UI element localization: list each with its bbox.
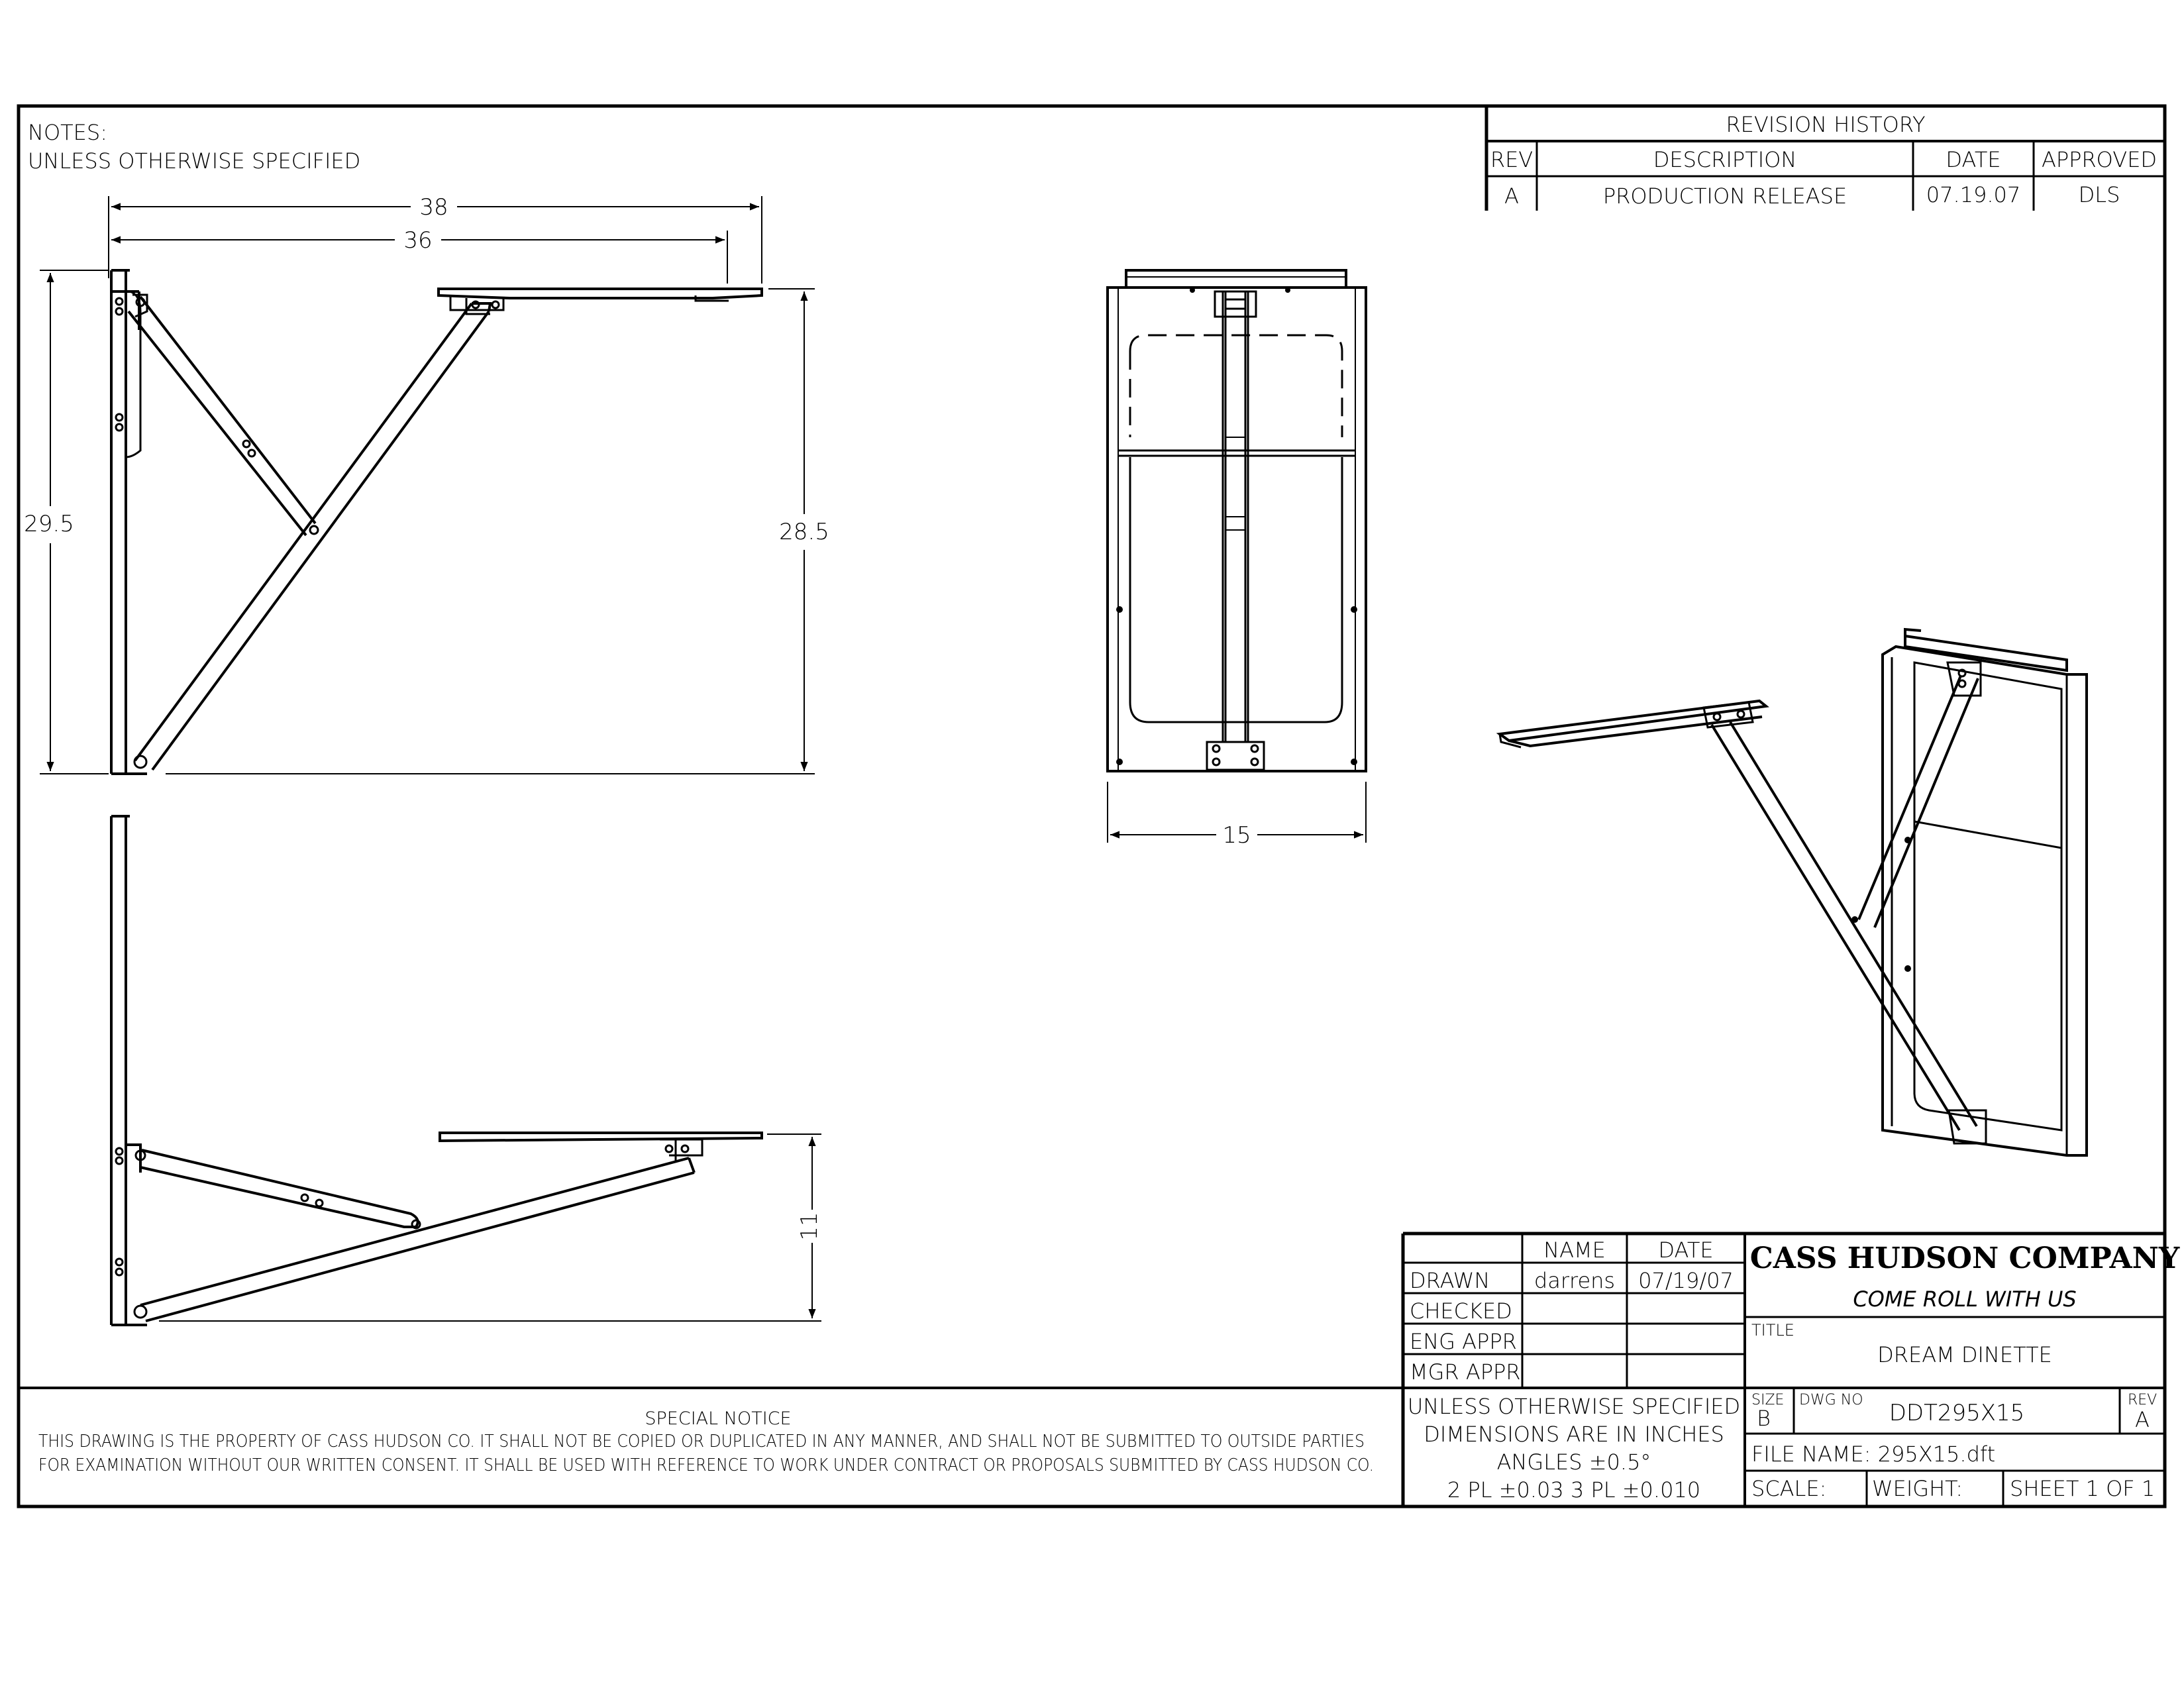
tolerance-line-4: 2 PL ±0.03 3 PL ±0.010	[1447, 1477, 1700, 1503]
approval-name-drawn: darrens	[1534, 1268, 1615, 1293]
sheet-border	[17, 104, 2167, 1508]
company-name: CASS HUDSON COMPANY	[1750, 1241, 2180, 1275]
dwg-no-value: DDT295X15	[1889, 1400, 2025, 1426]
date-header: DATE	[1946, 147, 2001, 172]
special-notice-line-2: FOR EXAMINATION WITHOUT OUR WRITTEN CONS…	[38, 1455, 1374, 1475]
dim-overall-depth: 38	[419, 194, 448, 221]
revision-description: PRODUCTION RELEASE	[1603, 184, 1847, 209]
tolerance-line-2: DIMENSIONS ARE IN INCHES	[1424, 1422, 1724, 1447]
approved-header: APPROVED	[2042, 147, 2157, 172]
size-value: B	[1757, 1406, 1771, 1431]
tolerance-line-1: UNLESS OTHERWISE SPECIFIED	[1408, 1394, 1740, 1419]
dim-folded-height: 11	[796, 1212, 823, 1240]
isometric-view	[1496, 627, 2088, 1157]
approval-role-mgr: MGR APPR	[1410, 1359, 1521, 1385]
revision-history-title: REVISION HISTORY	[1726, 112, 1925, 137]
special-notice-title: SPECIAL NOTICE	[645, 1408, 791, 1429]
rev-header: REV	[1490, 147, 1533, 172]
notes-line-1: UNLESS OTHERWISE SPECIFIED	[28, 148, 360, 174]
dim-table-height: 28.5	[779, 519, 829, 545]
dwg-no-label: DWG NO	[1799, 1392, 1863, 1408]
tolerance-line-3: ANGLES ±0.5°	[1497, 1450, 1651, 1475]
revision-rev: A	[1504, 184, 1519, 209]
dimensions: 38 36 29.5 28.5 15 11	[24, 194, 1367, 1322]
title-block: NAME DATE DRAWN darrens 07/19/07 CHECKED…	[1401, 1232, 2180, 1506]
description-header: DESCRIPTION	[1653, 147, 1797, 172]
special-notice-line-1: THIS DRAWING IS THE PROPERTY OF CASS HUD…	[38, 1432, 1365, 1451]
approval-role-eng: ENG APPR	[1410, 1329, 1517, 1354]
notes-heading: NOTES:	[28, 120, 107, 145]
front-view	[1106, 269, 1367, 772]
approval-role-drawn: DRAWN	[1410, 1268, 1490, 1293]
size-label: SIZE	[1751, 1392, 1784, 1408]
dim-overall-height: 29.5	[24, 511, 74, 537]
approval-date-drawn: 07/19/07	[1638, 1268, 1734, 1293]
side-view-deployed	[110, 269, 763, 775]
dim-width: 15	[1222, 822, 1251, 849]
revision-history-table: REVISION HISTORY REV DESCRIPTION DATE AP…	[1484, 106, 2165, 211]
company-tagline: COME ROLL WITH US	[1853, 1287, 2076, 1312]
approval-role-checked: CHECKED	[1410, 1298, 1512, 1324]
scale-label: SCALE:	[1751, 1476, 1826, 1501]
approvals-name-header: NAME	[1543, 1238, 1606, 1263]
rev-value: A	[2135, 1407, 2150, 1432]
sheet-label: SHEET 1 OF 1	[2010, 1476, 2155, 1501]
side-view-folded	[110, 815, 763, 1326]
rev-label: REV	[2128, 1392, 2157, 1408]
weight-label: WEIGHT:	[1872, 1476, 1963, 1501]
dim-table-depth: 36	[403, 227, 432, 254]
drawing-title: DREAM DINETTE	[1877, 1342, 2052, 1367]
revision-date: 07.19.07	[1926, 182, 2021, 207]
revision-approved: DLS	[2079, 182, 2120, 207]
title-label: TITLE	[1751, 1321, 1794, 1340]
file-name: FILE NAME: 295X15.dft	[1751, 1442, 1995, 1467]
approvals-date-header: DATE	[1658, 1238, 1713, 1263]
